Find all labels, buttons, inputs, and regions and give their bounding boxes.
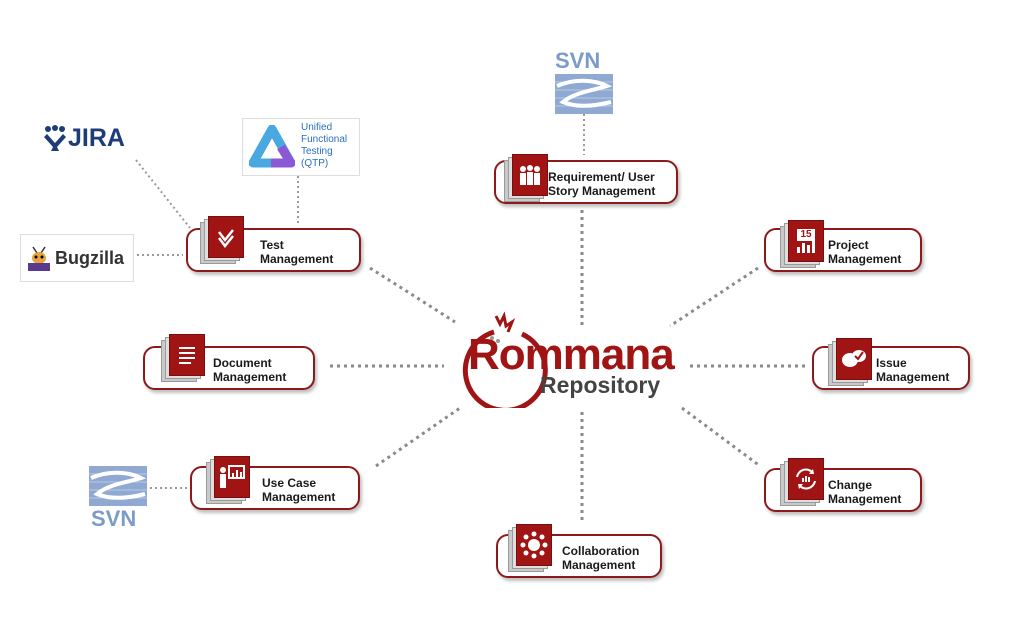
change-line2: Management — [828, 492, 902, 506]
usecase-management-node[interactable]: Use Case Management — [190, 456, 360, 510]
issue-line1: Issue — [876, 356, 907, 370]
uft-triangle-icon — [249, 125, 295, 168]
jira-icon — [44, 125, 66, 151]
collaboration-line1: Collaboration — [562, 544, 640, 558]
project-management-node[interactable]: 15 Project Management — [764, 220, 922, 272]
chat-bubble-icon — [836, 338, 872, 380]
rommana-logo: Rommana Repository — [448, 308, 688, 408]
user-group-icon — [512, 154, 548, 196]
usecase-line2: Management — [262, 490, 336, 504]
svn-stripes-icon — [555, 74, 613, 114]
svn-top-wordmark: SVN — [555, 48, 601, 73]
change-line1: Change — [828, 478, 873, 492]
test-management-node[interactable]: Test Management — [186, 216, 361, 272]
project-line2: Management — [828, 252, 902, 266]
bugzilla-wordmark: Bugzilla — [55, 247, 125, 268]
document-line2: Management — [213, 370, 287, 384]
uft-line2: Functional — [301, 134, 348, 145]
document-icon — [169, 334, 205, 376]
issue-line2: Management — [876, 370, 950, 384]
svn-logo-top: SVN — [555, 50, 615, 114]
bugzilla-logo: Bugzilla — [20, 234, 134, 282]
document-management-node[interactable]: Document Management — [143, 334, 315, 390]
brand-title: Rommana — [468, 330, 675, 379]
collaboration-management-node[interactable]: Collaboration Management — [496, 524, 662, 578]
usecase-line1: Use Case — [262, 476, 317, 490]
uft-logo: Unified Functional Testing (QTP) — [242, 118, 360, 176]
svn-logo-left: SVN — [89, 466, 149, 532]
network-people-icon — [516, 524, 552, 566]
requirement-line1: Requirement/ User — [548, 170, 655, 184]
svn-stripes-icon — [89, 466, 147, 506]
project-line1: Project — [828, 238, 869, 252]
brand-subtitle: Repository — [540, 372, 661, 398]
document-line1: Document — [213, 356, 272, 370]
svn-left-wordmark: SVN — [91, 506, 137, 531]
jira-logo: JIRA — [44, 118, 134, 158]
jira-wordmark: JIRA — [68, 123, 125, 152]
calendar-chart-icon: 15 — [788, 220, 824, 262]
requirement-line2: Story Management — [548, 184, 656, 198]
test-management-line1: Test — [260, 238, 284, 252]
issue-management-node[interactable]: Issue Management — [812, 338, 970, 390]
uft-line4: (QTP) — [301, 158, 329, 169]
change-management-node[interactable]: Change Management — [764, 458, 922, 512]
presentation-icon — [214, 456, 250, 498]
checkmark-document-icon — [208, 216, 244, 258]
uft-line3: Testing — [301, 146, 333, 157]
bugzilla-ant-icon — [28, 246, 50, 271]
requirement-management-node[interactable]: Requirement/ User Story Management — [494, 154, 678, 204]
collaboration-line2: Management — [562, 558, 636, 572]
refresh-chart-icon — [788, 458, 824, 500]
pomegranate-icon — [462, 311, 548, 408]
test-management-line2: Management — [260, 252, 334, 266]
uft-line1: Unified — [301, 122, 333, 133]
